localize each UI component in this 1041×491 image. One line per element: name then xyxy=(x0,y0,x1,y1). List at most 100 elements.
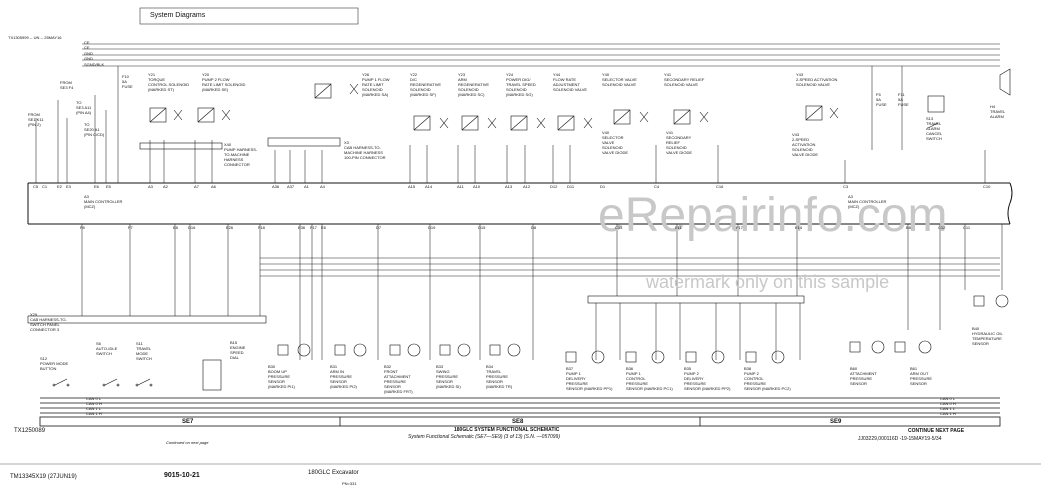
pin-label: D8 xyxy=(531,225,537,230)
pin-label: A1 xyxy=(304,184,309,189)
schematic-title: 180GLC SYSTEM FUNCTIONAL SCHEMATIC xyxy=(454,427,560,433)
lower-buses xyxy=(260,257,1000,277)
connector-bars xyxy=(27,137,805,324)
pin-label: D16 xyxy=(188,225,196,230)
pin-label: D19 xyxy=(428,225,436,230)
pin-label: D15 xyxy=(478,225,486,230)
section-se7: SE7 xyxy=(182,419,194,425)
pin-label: A4 xyxy=(320,184,325,189)
pin-label: E14 xyxy=(795,225,803,230)
watermark-site: eRepairinfo.com xyxy=(598,189,948,242)
header-frame xyxy=(139,7,359,25)
pin-label: E3 xyxy=(66,184,71,189)
power-rails xyxy=(82,43,1000,67)
pin-label: A7 xyxy=(194,184,199,189)
rail-label: CE xyxy=(84,40,90,45)
pin-label: A14 xyxy=(425,184,433,189)
pin-label: E5 xyxy=(106,184,111,189)
pin-label: F8 xyxy=(80,225,85,230)
pin-label: A37 xyxy=(287,184,295,189)
pin-label: D1 xyxy=(600,184,606,189)
pin-label: A13 xyxy=(505,184,513,189)
pin-label: C1 xyxy=(42,184,48,189)
pin-label: A36 xyxy=(272,184,280,189)
rail-label: GND xyxy=(84,51,93,56)
valve-cross-symbols xyxy=(173,83,839,129)
pin-label: E11 xyxy=(675,225,682,230)
pin-label: E6 xyxy=(94,184,99,189)
top-ref: TX1305999 -- UN -- 25MAY16 xyxy=(8,35,62,40)
rail-label: GND xyxy=(84,56,93,61)
pin-label: A2 xyxy=(163,184,168,189)
solenoid-symbols xyxy=(149,68,1011,131)
section-band xyxy=(39,416,1001,427)
switch-symbols xyxy=(52,122,939,387)
upper-wires xyxy=(35,66,986,183)
page-title: System Diagrams xyxy=(150,12,206,19)
section-se9: SE9 xyxy=(830,419,842,425)
page-number: 9015-10-21 xyxy=(164,472,200,479)
main-controller-box xyxy=(27,182,1013,225)
pin-label: F17 xyxy=(310,225,317,230)
pin-label: A10 xyxy=(473,184,481,189)
pin-label: A12 xyxy=(523,184,531,189)
continued-note: Continued on next page xyxy=(166,440,209,445)
pin-label: A3 xyxy=(148,184,153,189)
pin-label: D7 xyxy=(376,225,382,230)
pin-label: C3 xyxy=(843,184,849,189)
watermark-notice: watermark only on this sample xyxy=(646,272,890,292)
pin-label: D11 xyxy=(567,184,575,189)
figure-ref: TX1250089 xyxy=(14,428,46,434)
section-se8: SE8 xyxy=(512,419,524,425)
continue-next-page: CONTINUE NEXT PAGE xyxy=(908,428,965,434)
pin-label: A6 xyxy=(211,184,216,189)
pressure-sensor-symbols xyxy=(202,294,1009,391)
pin-label: C4 xyxy=(654,184,660,189)
document-ref: JJ03229,000116D -19-15MAY19-5/34 xyxy=(858,436,942,442)
pin-label: E36 xyxy=(298,225,306,230)
rail-label: CE xyxy=(84,45,90,50)
pin-label: C5 xyxy=(33,184,39,189)
pin-label: C16 xyxy=(716,184,724,189)
pin-label: F7 xyxy=(128,225,133,230)
